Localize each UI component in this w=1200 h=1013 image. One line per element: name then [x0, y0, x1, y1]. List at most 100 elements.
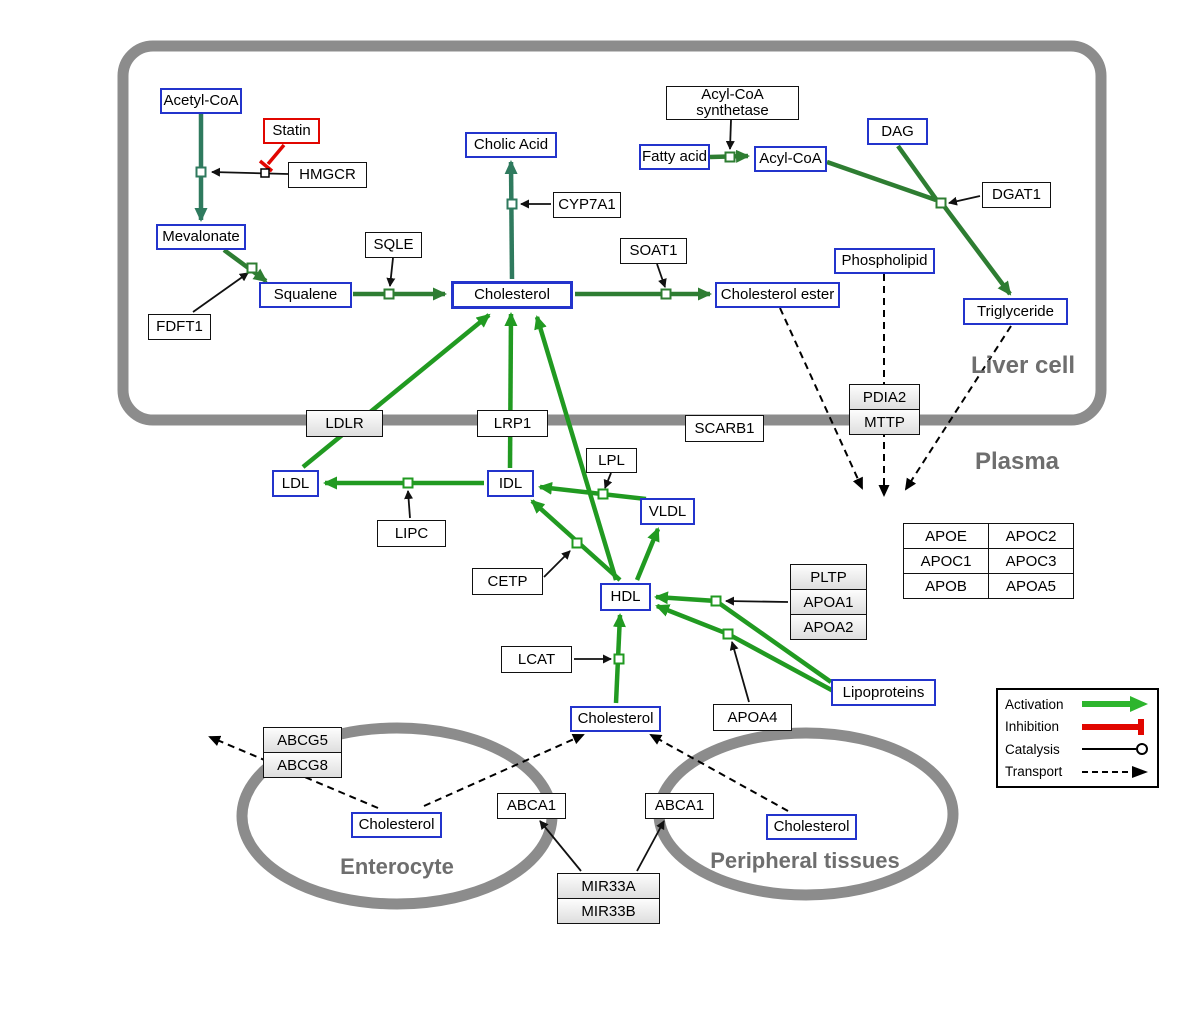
node-cetp[interactable]: CETP [472, 568, 543, 595]
peripheral-tissues-label: Peripheral tissues [710, 848, 900, 873]
node-apoc2[interactable]: APOC2 [989, 524, 1074, 549]
node-soat1[interactable]: SOAT1 [620, 238, 687, 264]
edge-hdl-to-cholesterol [534, 315, 619, 581]
node-mevalonate[interactable]: Mevalonate [156, 224, 246, 250]
node-acyl-coa[interactable]: Acyl-CoA [754, 146, 827, 172]
catalysis-mir33-to-abca1-left [539, 820, 582, 872]
junction [710, 595, 722, 607]
node-fdft1[interactable]: FDFT1 [148, 314, 211, 340]
legend: Activation Inhibition Catalysis Transpor… [996, 688, 1159, 788]
node-acyl-coa-synthetase[interactable]: Acyl-CoA synthetase [666, 86, 799, 120]
catalysis-cetp [543, 550, 571, 578]
edge-ldl-to-cholesterol-via-ldlr [301, 313, 491, 469]
node-dag[interactable]: DAG [867, 118, 928, 145]
transport-cholesterolester-to-plasma [779, 307, 863, 490]
edge-cholesterol-to-cholicacid [504, 160, 518, 280]
node-apoa4[interactable]: APOA4 [713, 704, 792, 731]
stack-pdia2-mttp: PDIA2 MTTP [849, 384, 920, 435]
node-cholesterol-plasma[interactable]: Cholesterol [570, 706, 661, 732]
junction [246, 262, 258, 274]
node-statin[interactable]: Statin [263, 118, 320, 144]
node-apoe[interactable]: APOE [904, 524, 989, 549]
junction [722, 628, 734, 640]
node-apob[interactable]: APOB [904, 574, 989, 599]
node-cholesterol-ester[interactable]: Cholesterol ester [715, 282, 840, 308]
node-scarb1[interactable]: SCARB1 [685, 415, 764, 442]
legend-catalysis-label: Catalysis [1005, 741, 1060, 757]
node-hmgcr[interactable]: HMGCR [288, 162, 367, 188]
catalysis-apoa4 [729, 641, 750, 703]
node-hdl[interactable]: HDL [600, 583, 651, 611]
node-fatty-acid[interactable]: Fatty acid [639, 144, 710, 170]
node-squalene[interactable]: Squalene [259, 282, 352, 308]
junction [935, 197, 947, 209]
node-abca1-peripheral[interactable]: ABCA1 [645, 793, 714, 819]
inhibition-statin-line [266, 143, 286, 166]
node-abcg5[interactable]: ABCG5 [263, 728, 342, 753]
legend-row-inhibition: Inhibition [1005, 716, 1150, 737]
node-dgat1[interactable]: DGAT1 [982, 182, 1051, 208]
edge-dag-to-dgat-junction [896, 144, 938, 201]
node-cholesterol-liver[interactable]: Cholesterol [451, 281, 573, 309]
node-pltp[interactable]: PLTP [790, 565, 867, 590]
junction [402, 477, 414, 489]
node-cholesterol-enterocyte[interactable]: Cholesterol [351, 812, 442, 838]
node-apoa5[interactable]: APOA5 [989, 574, 1074, 599]
edge-idl-to-cholesterol-via-lrp1 [504, 312, 518, 469]
node-mir33a[interactable]: MIR33A [557, 874, 660, 899]
inhibition-target-square [260, 168, 270, 178]
transport-peripheral-to-plasma [649, 734, 789, 812]
node-mttp[interactable]: MTTP [849, 410, 920, 435]
inhibition-tbar-icon [1082, 718, 1144, 735]
node-lipc[interactable]: LIPC [377, 520, 446, 547]
liver-cell-label: Liver cell [970, 352, 1076, 379]
node-apoc1[interactable]: APOC1 [904, 549, 989, 574]
node-sqle[interactable]: SQLE [365, 232, 422, 258]
transport-enterocyte-to-plasma [423, 734, 585, 807]
node-acetyl-coa[interactable]: Acetyl-CoA [160, 88, 242, 114]
node-lcat[interactable]: LCAT [501, 646, 572, 673]
catalysis-apo-stack [725, 596, 789, 606]
stack-pltp-apoa1-apoa2: PLTP APOA1 APOA2 [790, 564, 867, 640]
node-apoa1[interactable]: APOA1 [790, 590, 867, 615]
transport-triglyceride-to-plasma [904, 325, 1012, 491]
node-lpl[interactable]: LPL [586, 448, 637, 473]
edge-acylcoa-to-dgat-junction [826, 159, 937, 203]
enterocyte-label: Enterocyte [340, 854, 454, 879]
node-cholic-acid[interactable]: Cholic Acid [465, 132, 557, 158]
node-mir33b[interactable]: MIR33B [557, 899, 660, 924]
node-lipoproteins[interactable]: Lipoproteins [831, 679, 936, 706]
catalysis-circle-icon [1082, 743, 1148, 756]
node-ldl[interactable]: LDL [272, 470, 319, 497]
node-vldl[interactable]: VLDL [640, 498, 695, 525]
plasma-label: Plasma [974, 448, 1060, 475]
node-idl[interactable]: IDL [487, 470, 534, 497]
node-cholesterol-peripheral[interactable]: Cholesterol [766, 814, 857, 840]
catalysis-soat1 [656, 263, 667, 288]
node-apoa2[interactable]: APOA2 [790, 615, 867, 640]
legend-row-catalysis: Catalysis [1005, 739, 1150, 760]
catalysis-lipc [404, 490, 414, 519]
node-phospholipid[interactable]: Phospholipid [834, 248, 935, 274]
legend-transport-label: Transport [1005, 764, 1063, 780]
legend-row-activation: Activation [1005, 694, 1150, 715]
edge-mevalonate-to-squalene [222, 248, 268, 283]
edge-hdl-to-vldl [634, 527, 661, 581]
liver-cell-outline [117, 40, 1107, 426]
node-triglyceride[interactable]: Triglyceride [963, 298, 1068, 325]
node-apoc3[interactable]: APOC3 [989, 549, 1074, 574]
edge-vldl-to-idl [538, 481, 647, 502]
catalysis-hmgcr [211, 167, 289, 177]
edge-dgat-junction-to-triglyceride [942, 204, 1012, 296]
node-lrp1[interactable]: LRP1 [477, 410, 548, 437]
catalysis-acylcoa-synthetase [725, 119, 735, 150]
node-abcg8[interactable]: ABCG8 [263, 753, 342, 778]
node-pdia2[interactable]: PDIA2 [849, 385, 920, 410]
node-ldlr[interactable]: LDLR [306, 410, 383, 437]
catalysis-mir33-to-abca1-right [636, 820, 665, 872]
node-abca1-enterocyte[interactable]: ABCA1 [497, 793, 566, 819]
node-cyp7a1[interactable]: CYP7A1 [553, 192, 621, 218]
legend-inhibition-label: Inhibition [1005, 719, 1060, 735]
